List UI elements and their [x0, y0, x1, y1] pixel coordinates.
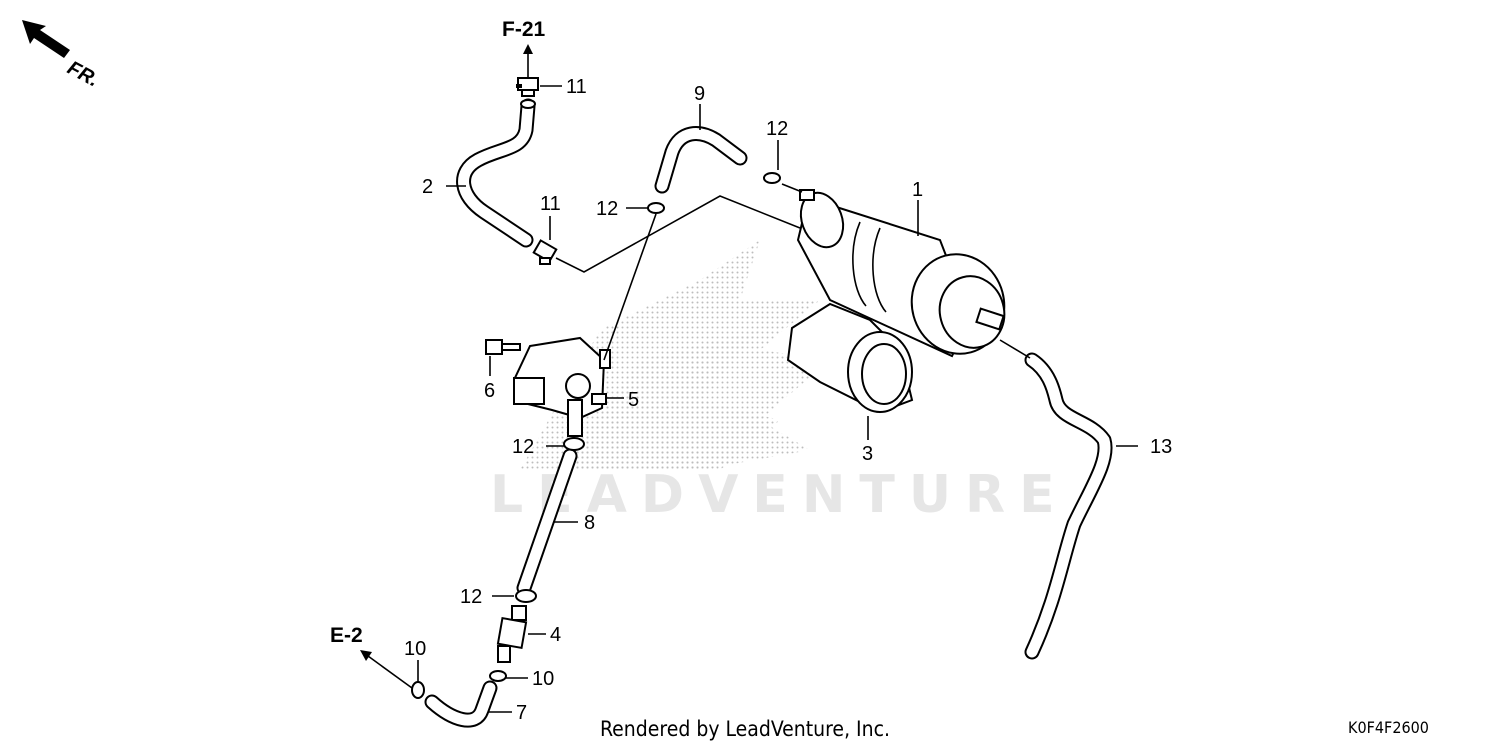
callout-5: 5	[628, 389, 639, 411]
callout-2: 2	[422, 176, 433, 198]
part-9-hose	[654, 126, 748, 194]
part-1-canister	[796, 189, 1006, 358]
callout-12-bottom: 12	[460, 586, 482, 608]
credit-text: Rendered by LeadVenture, Inc.	[600, 717, 890, 741]
ref-f21-arrowhead	[523, 44, 533, 54]
part-2-hose	[456, 98, 536, 248]
part-10-clamp-left	[411, 681, 425, 699]
front-arrow-icon: FR.	[22, 20, 102, 92]
callout-7: 7	[516, 702, 527, 724]
callout-3: 3	[862, 443, 873, 465]
front-label: FR.	[64, 57, 103, 92]
watermark-logo: LEADVENTURE	[490, 240, 1069, 525]
callout-12-left: 12	[596, 198, 618, 220]
part-12-clamp-d	[515, 589, 537, 603]
callout-8: 8	[584, 512, 595, 534]
callout-12-top: 12	[766, 118, 788, 140]
leader-lines	[417, 85, 1138, 713]
callout-12-mid: 12	[512, 436, 534, 458]
ref-f21: F-21	[502, 18, 546, 41]
ref-e2-arrow	[367, 655, 413, 689]
callout-10-left: 10	[404, 638, 426, 660]
part-12-clamp-a	[763, 172, 781, 184]
diagram-code: K0F4F2600	[1348, 718, 1429, 737]
ref-e2-arrowhead	[360, 650, 372, 661]
part-12-clamp-b	[647, 202, 665, 214]
part-6-bolt	[485, 339, 521, 355]
callout-10-right: 10	[532, 668, 554, 690]
callout-13: 13	[1150, 436, 1172, 458]
callout-11-lower: 11	[540, 193, 561, 215]
part-11-clamp-lower	[532, 239, 558, 265]
part-4-check-valve	[496, 605, 528, 663]
ref-e2: E-2	[330, 624, 363, 647]
callout-11-top: 11	[566, 76, 587, 98]
part-8-pipe	[516, 448, 578, 596]
watermark-text: LEADVENTURE	[490, 465, 1069, 525]
part-10-clamp-right	[489, 670, 507, 682]
callout-6: 6	[484, 380, 495, 402]
part-12-clamp-c	[563, 437, 585, 451]
callout-1: 1	[912, 179, 923, 201]
part-13-hose	[1024, 352, 1113, 660]
callout-4: 4	[550, 624, 561, 646]
part-3-bracket	[786, 302, 914, 414]
callout-9: 9	[694, 83, 705, 105]
part-7-hose	[424, 680, 498, 728]
part-11-clamp-top	[516, 77, 539, 97]
